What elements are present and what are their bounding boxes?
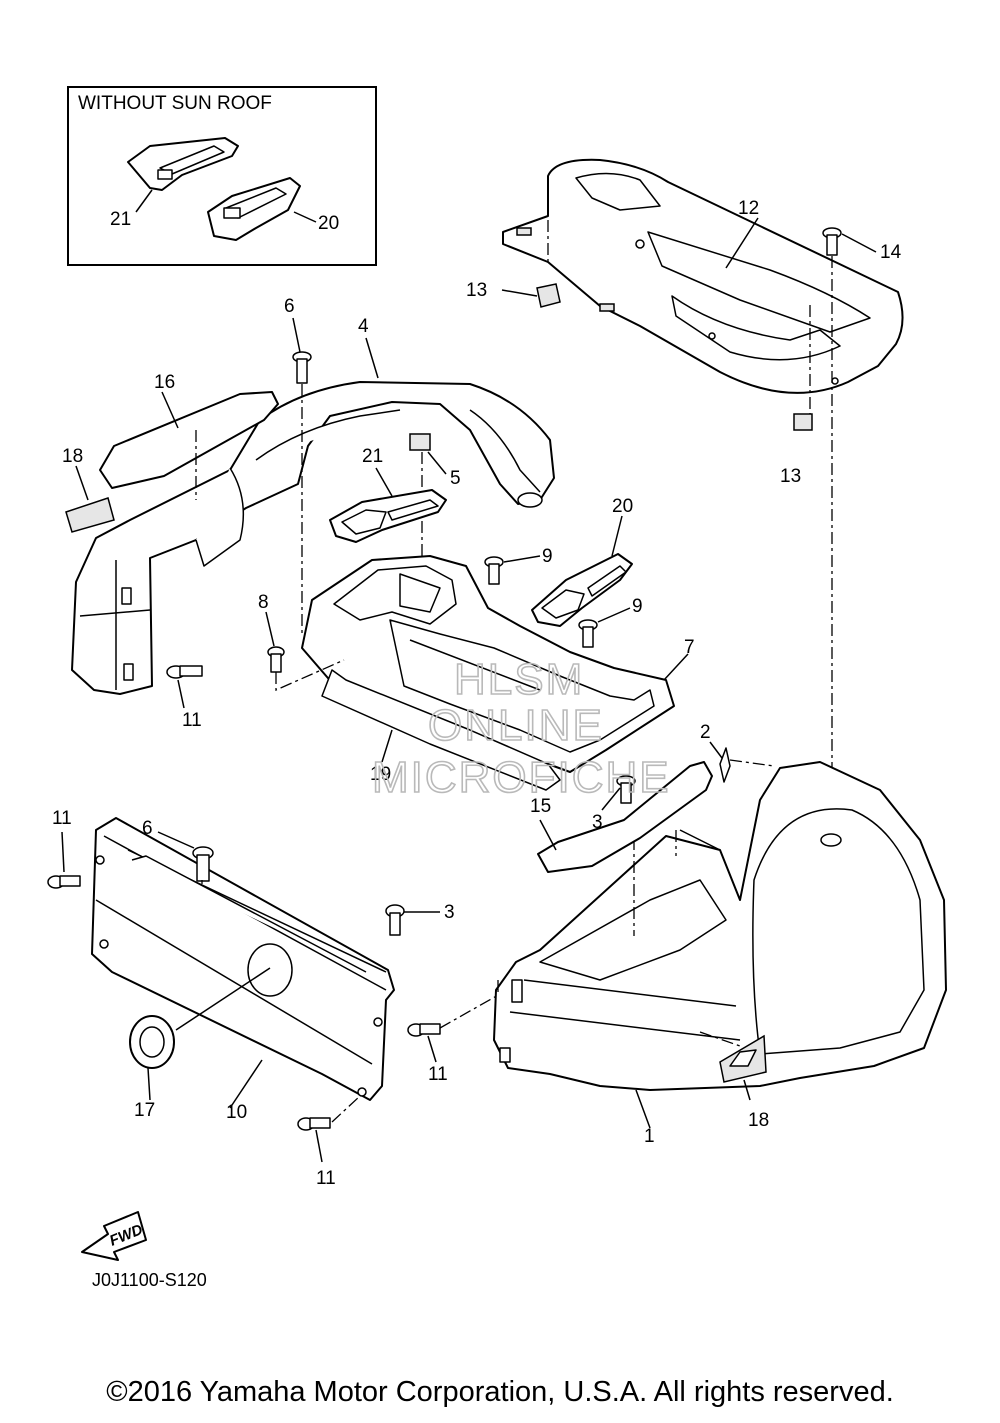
diagram-code: J0J1100-S120 [92, 1270, 207, 1290]
callout-9-b: 9 [632, 596, 643, 617]
part-1-rear-body-lower: 1 [493, 761, 947, 1147]
part-9-screw-a: 9 [484, 546, 553, 585]
part-4-rear-body: 4 [71, 316, 555, 695]
part-16-trim-strip: 16 [99, 372, 279, 489]
watermark-line-2: ONLINE [428, 701, 604, 750]
callout-19: 19 [370, 764, 391, 785]
callout-21-main: 21 [362, 446, 383, 467]
part-6-fastener-top: 6 [284, 296, 312, 384]
callout-13-a: 13 [466, 280, 487, 301]
callout-6-lower: 6 [142, 818, 153, 839]
part-9-screw-b: 9 [578, 596, 643, 648]
callout-14: 14 [880, 242, 902, 263]
callout-20-inset: 20 [318, 213, 339, 234]
inset-title: WITHOUT SUN ROOF [78, 93, 272, 114]
callout-15: 15 [530, 796, 551, 817]
part-11-fastener-upper: 11 [166, 665, 203, 731]
part-13-clip-b: 13 [780, 413, 813, 487]
callout-2: 2 [700, 722, 711, 743]
callout-5: 5 [450, 468, 461, 489]
part-18-decal-right: 18 [719, 1034, 769, 1131]
part-17-grommet: 17 [129, 967, 271, 1121]
callout-13-b: 13 [780, 466, 801, 487]
part-12-roof-panel: 12 [502, 158, 904, 394]
callout-11-upper: 11 [182, 710, 202, 731]
callout-11-middle: 11 [428, 1064, 448, 1085]
part-8-fastener: 8 [258, 592, 285, 673]
callout-21-inset: 21 [110, 209, 131, 230]
callout-11-bottom: 11 [316, 1168, 336, 1189]
part-2-clip: 2 [700, 722, 731, 783]
part-18-decal-left: 18 [62, 446, 115, 533]
part-11-fastener-middle: 11 [407, 1023, 448, 1085]
part-5-clip: 5 [409, 433, 461, 489]
part-21-sun-visor: 21 [329, 446, 447, 543]
inset-sun-visor-20 [207, 177, 301, 241]
part-6-fastener-lower: 6 [142, 818, 214, 882]
part-11-fastener-bottom: 11 [297, 1117, 336, 1189]
callout-4: 4 [358, 316, 369, 337]
part-19-panel: 19 [321, 669, 561, 791]
part-3-fastener-middle: 3 [385, 902, 455, 936]
inset-sun-visor-21 [127, 137, 239, 191]
part-7-floor-tray: 7 [301, 555, 695, 773]
callout-20-main: 20 [612, 496, 633, 517]
part-13-clip-a: 13 [466, 280, 561, 308]
callout-10: 10 [226, 1102, 247, 1123]
watermark: HLSM ONLINE MICROFICHE [371, 654, 671, 803]
watermark-line-3: MICROFICHE [372, 753, 671, 802]
inset-without-sun-roof: WITHOUT SUN ROOF 21 20 [67, 86, 377, 266]
callout-12: 12 [738, 198, 759, 219]
copyright-notice: ©2016 Yamaha Motor Corporation, U.S.A. A… [106, 1376, 894, 1408]
inset-frame [67, 86, 377, 266]
callout-18-left: 18 [62, 446, 83, 467]
watermark-line-1: HLSM [454, 655, 584, 704]
callout-6-top: 6 [284, 296, 295, 317]
part-11-fastener-left: 11 [47, 808, 81, 889]
part-15-trim-strip: 15 [530, 761, 713, 873]
callout-18-right: 18 [748, 1110, 769, 1131]
callout-16: 16 [154, 372, 175, 393]
callout-9-a: 9 [542, 546, 553, 567]
callout-3-middle: 3 [444, 902, 455, 923]
callout-7: 7 [684, 637, 695, 658]
callout-8: 8 [258, 592, 269, 613]
part-10-front-panel: 10 [91, 817, 395, 1123]
part-3-fastener-right: 3 [592, 775, 636, 833]
part-20-sun-visor: 20 [531, 496, 633, 627]
part-14-screw: 14 [822, 227, 902, 263]
callout-3-right: 3 [592, 812, 603, 833]
fwd-arrow-icon: FWD [81, 1211, 147, 1261]
callout-11-left: 11 [52, 808, 72, 829]
callout-1: 1 [644, 1126, 655, 1147]
callout-17: 17 [134, 1100, 155, 1121]
